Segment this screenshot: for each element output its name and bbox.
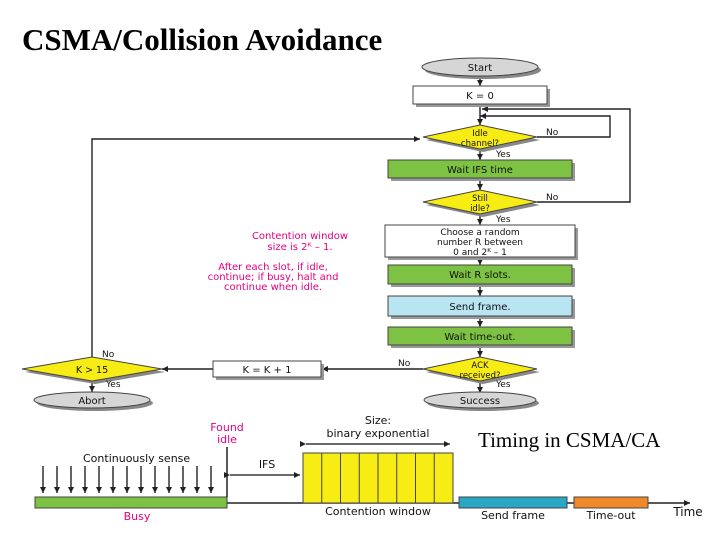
still-idle-decision: Still idle?	[422, 189, 540, 217]
size-label-line1: Size:	[365, 414, 391, 427]
k-increment-label: K = K + 1	[243, 365, 292, 376]
idle-channel-line1: Idle	[472, 129, 488, 139]
idle-channel-line2: channel?	[461, 139, 499, 149]
wait-timeout-label: Wait time-out.	[444, 332, 515, 343]
busy-bar	[34, 496, 228, 509]
start-terminal: Start	[421, 57, 541, 79]
init-k-label: K = 0	[466, 91, 494, 102]
send-frame-time-label: Send frame	[481, 509, 545, 522]
wait-ifs-label: Wait IFS time	[447, 165, 513, 176]
send-frame-bar	[458, 496, 568, 509]
slot-note-line1: After each slot, if idle,	[218, 262, 328, 273]
found-idle-line1: Found	[210, 421, 244, 434]
time-axis-label: Time	[672, 505, 702, 519]
slot-rule-note: After each slot, if idle, continue; if b…	[208, 262, 339, 293]
success-label: Success	[460, 396, 500, 407]
ack-line2: received?	[460, 371, 501, 381]
still-idle-no: No	[546, 193, 559, 203]
slot-note-line3: continue when idle.	[224, 282, 322, 293]
wait-r-label: Wait R slots.	[449, 270, 511, 281]
send-frame-label: Send frame.	[449, 302, 510, 313]
ack-decision: ACK received?	[422, 356, 540, 384]
flowchart: Start K = 0 Idle channel? No Yes Wait IF…	[21, 57, 631, 411]
busy-label: Busy	[124, 510, 151, 523]
ack-no: No	[398, 359, 411, 369]
window-note-line1: Contention window	[252, 231, 348, 242]
abort-label: Abort	[78, 396, 105, 407]
window-note-line2: size is 2ᴷ – 1.	[267, 242, 332, 253]
abort-terminal: Abort	[33, 391, 153, 411]
contention-window-note: Contention window size is 2ᴷ – 1.	[252, 231, 348, 253]
timeout-bar	[573, 496, 649, 509]
choose-r-line1: Choose a random	[440, 228, 519, 238]
time-out-label: Time-out	[585, 509, 636, 522]
idle-channel-decision: Idle channel?	[422, 124, 540, 152]
start-label: Start	[468, 63, 493, 74]
still-idle-line2: idle?	[470, 204, 490, 214]
wait-r-box: Wait R slots.	[387, 264, 575, 287]
idle-channel-yes: Yes	[495, 150, 511, 160]
choose-r-line3: 0 and 2ᴷ – 1	[453, 248, 507, 258]
still-idle-line1: Still	[472, 194, 488, 204]
k-limit-yes: Yes	[105, 380, 121, 390]
send-frame-box: Send frame.	[387, 295, 575, 319]
k-limit-decision: K > 15	[21, 356, 165, 384]
timing-caption: Timing in CSMA/CA	[478, 428, 661, 452]
contention-window-label: Contention window	[325, 505, 431, 518]
ack-line1: ACK	[471, 361, 489, 371]
wait-ifs-box: Wait IFS time	[387, 159, 575, 181]
idle-channel-no: No	[546, 128, 559, 138]
sensing-arrows	[40, 466, 214, 493]
continuously-sense-label: Continuously sense	[83, 452, 190, 465]
size-label-line2: binary exponential	[327, 427, 430, 440]
init-k-box: K = 0	[412, 85, 550, 107]
contention-window-slots	[302, 452, 454, 504]
k-limit-no: No	[102, 350, 115, 360]
success-terminal: Success	[423, 391, 539, 411]
choose-r-box: Choose a random number R between 0 and 2…	[384, 224, 578, 260]
still-idle-yes: Yes	[495, 215, 511, 225]
k-increment-box: K = K + 1	[212, 360, 324, 380]
ifs-label: IFS	[259, 458, 275, 471]
slot-note-line2: continue; if busy, halt and	[208, 272, 339, 283]
timing-diagram: Found idle Continuously sense IFS Size: …	[34, 414, 703, 523]
slide-title: CSMA/Collision Avoidance	[22, 22, 383, 57]
ack-yes: Yes	[495, 380, 511, 390]
wait-timeout-box: Wait time-out.	[387, 326, 575, 348]
found-idle-line2: idle	[217, 433, 237, 446]
k-limit-label: K > 15	[76, 365, 108, 376]
choose-r-line2: number R between	[437, 238, 523, 248]
